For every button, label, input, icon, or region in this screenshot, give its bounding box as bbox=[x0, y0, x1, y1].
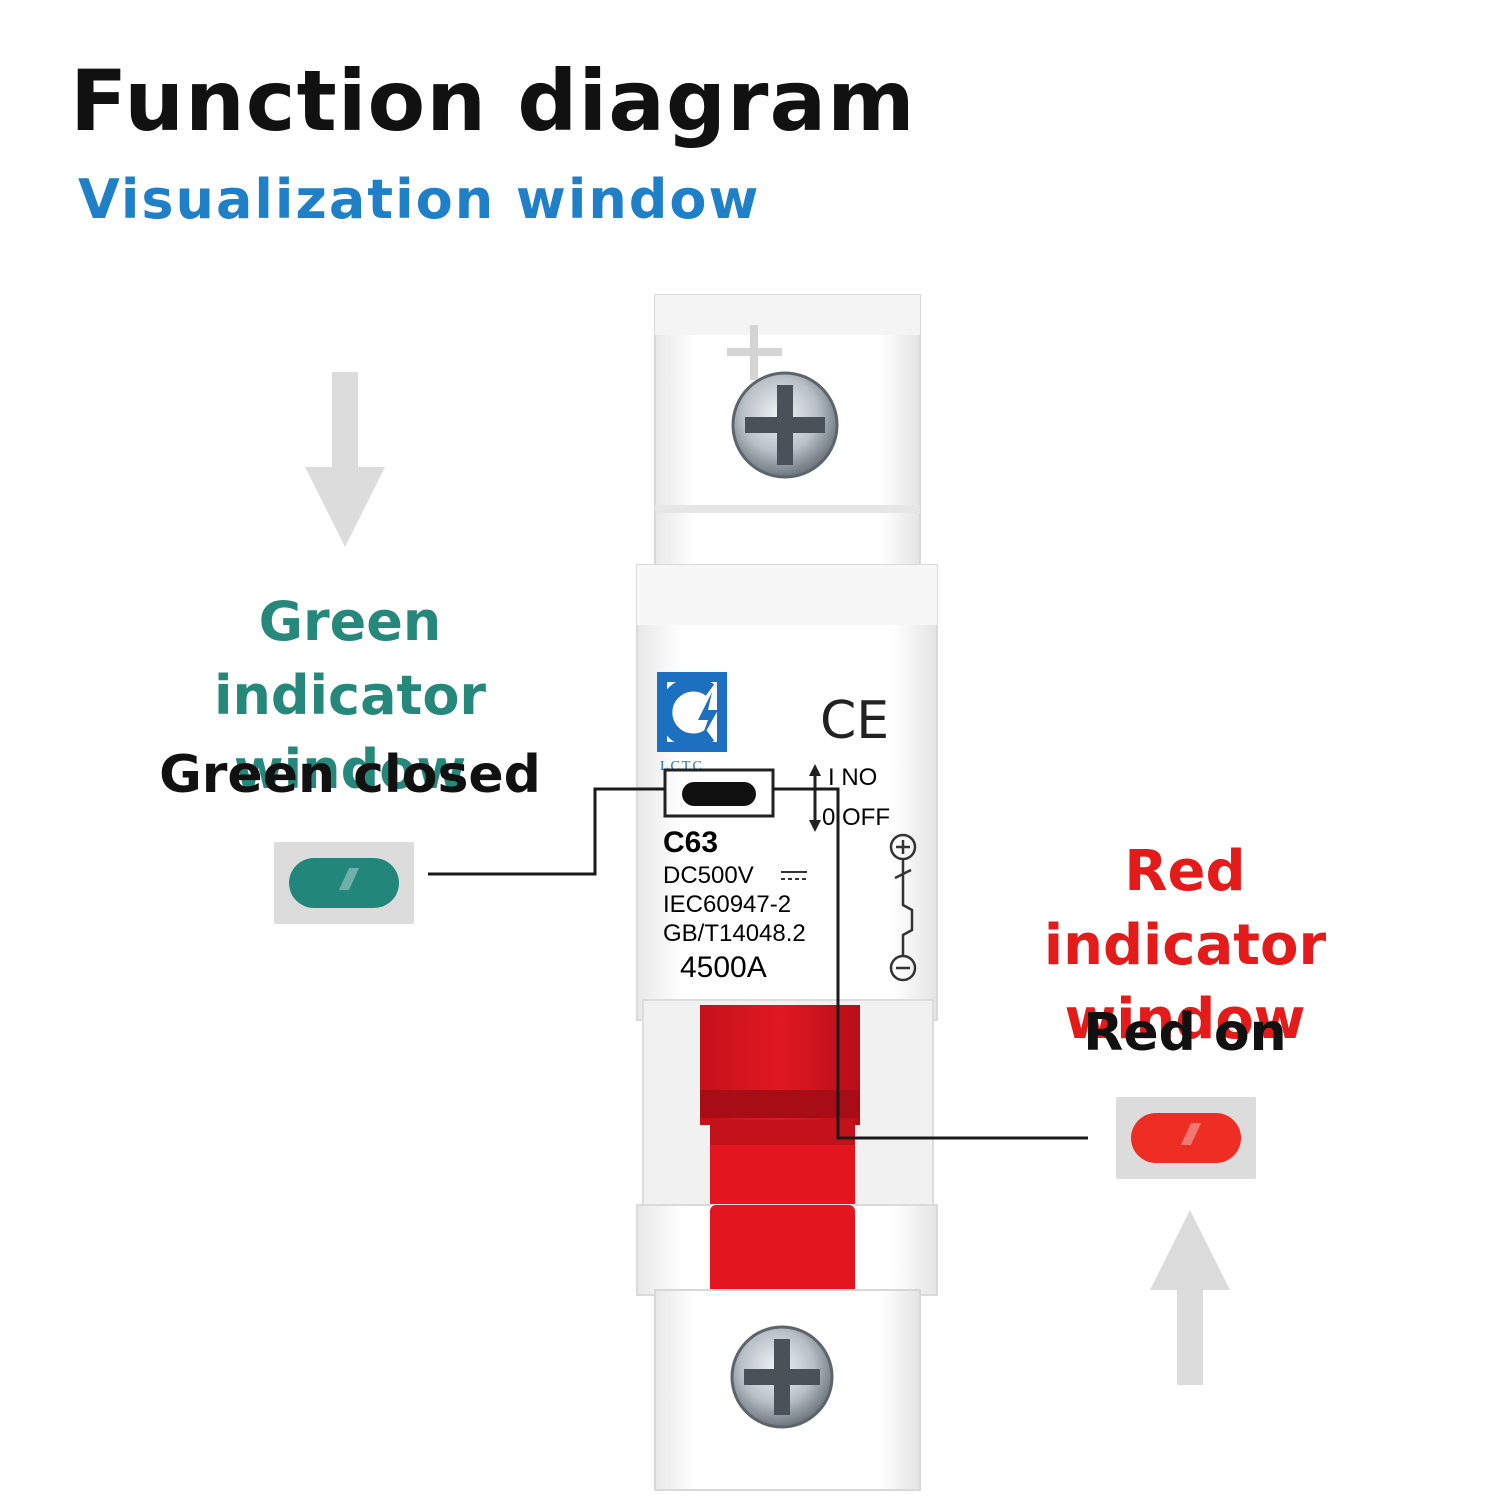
page-subtitle: Visualization window bbox=[78, 168, 761, 231]
green-indicator-label-line1: Green indicator bbox=[213, 590, 487, 727]
polarity-symbol-icon bbox=[889, 833, 917, 982]
green-indicator-swatch bbox=[274, 842, 414, 924]
standard1-text: IEC60947-2 bbox=[663, 891, 791, 918]
standard2-text: GB/T14048.2 bbox=[663, 920, 806, 947]
green-pill bbox=[289, 858, 399, 908]
red-state-text: Red on bbox=[1083, 1003, 1287, 1063]
model-text: C63 bbox=[663, 826, 718, 859]
green-indicator-label: Green indicator window bbox=[120, 585, 580, 807]
red-pill bbox=[1131, 1113, 1241, 1163]
red-indicator-label-line1: Red indicator bbox=[1043, 839, 1327, 978]
voltage-text: DC500V bbox=[663, 862, 754, 889]
green-indicator-label-line2: window bbox=[233, 738, 467, 801]
lctc-logo-icon bbox=[657, 672, 727, 752]
arrow-up-icon bbox=[1150, 1210, 1230, 1385]
capacity-text: 4500A bbox=[680, 951, 767, 984]
green-state-text: Green closed bbox=[159, 745, 541, 805]
off-label: 0 OFF bbox=[822, 804, 890, 831]
ce-mark: CE bbox=[820, 691, 889, 751]
screw-icon bbox=[730, 1325, 834, 1429]
red-indicator-label-line2: window bbox=[1064, 987, 1306, 1052]
arrow-down-icon bbox=[305, 372, 385, 547]
red-indicator-swatch bbox=[1116, 1097, 1256, 1179]
screw-icon bbox=[731, 371, 839, 479]
circuit-breaker: LCTC CE I NO 0 OFF C63 DC500V IEC60947-2… bbox=[636, 294, 938, 1491]
on-label: I NO bbox=[828, 764, 877, 791]
red-indicator-label: Red indicator window bbox=[990, 835, 1380, 1057]
page-title: Function diagram bbox=[70, 52, 916, 150]
